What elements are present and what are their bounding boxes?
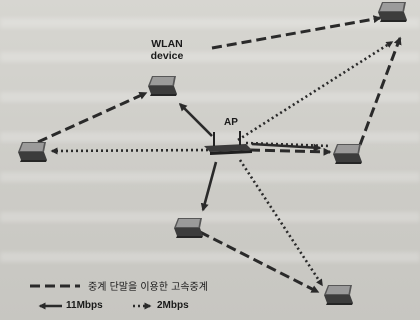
relay-link-right-to-topright bbox=[358, 36, 402, 146]
laptop-icon bbox=[148, 76, 177, 96]
laptop-icon bbox=[378, 2, 407, 22]
background-texture bbox=[0, 212, 420, 222]
access-point-icon bbox=[204, 131, 252, 155]
laptop-icon bbox=[324, 285, 353, 305]
ap-label: AP bbox=[224, 117, 238, 128]
relay-links bbox=[37, 15, 402, 294]
solid-link-ap-to-right bbox=[251, 142, 322, 152]
solid-link-ap-to-bottom bbox=[200, 161, 218, 212]
background-texture bbox=[0, 92, 420, 102]
legend-relay-text: 중계 단말을 이용한 고속중계 bbox=[88, 282, 208, 293]
background-texture bbox=[0, 18, 420, 28]
solid-links bbox=[178, 102, 322, 212]
dotted-link-ap-to-topright bbox=[237, 40, 394, 142]
wlan-device-label: WLAN device bbox=[146, 38, 188, 62]
wlan-label-line1: WLAN bbox=[151, 38, 183, 50]
background-texture bbox=[0, 172, 420, 182]
legend-2mbps: 2Mbps bbox=[157, 300, 189, 311]
dotted-link-ap-to-bottomright bbox=[238, 159, 324, 287]
wlan-label-line2: device bbox=[150, 50, 184, 62]
relay-link-left-to-wlan bbox=[37, 91, 148, 144]
laptop-icon bbox=[174, 218, 203, 238]
dotted-link-ap-to-left bbox=[50, 147, 209, 155]
relay-link-ap-to-right-dashed bbox=[249, 147, 332, 156]
background-texture bbox=[0, 132, 420, 142]
relay-link-wlan-to-topright bbox=[211, 15, 382, 50]
background-texture bbox=[0, 252, 420, 262]
laptop-icon bbox=[333, 144, 362, 164]
legend-11mbps: 11Mbps bbox=[66, 300, 103, 311]
relay-link-bottom-to-bottomright bbox=[199, 230, 320, 294]
solid-link-ap-to-wlan bbox=[178, 102, 213, 137]
laptop-icon bbox=[18, 142, 47, 162]
background-texture bbox=[0, 52, 420, 62]
